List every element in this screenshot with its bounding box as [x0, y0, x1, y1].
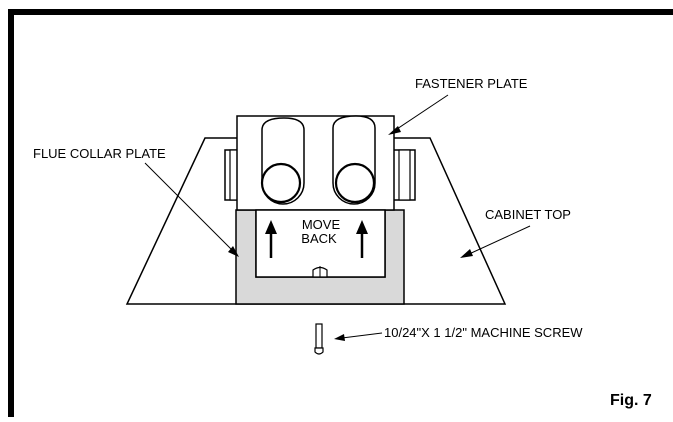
right-collar-bolt-head — [334, 162, 376, 204]
cabinet-top-leader — [460, 225, 531, 258]
left-slot — [260, 117, 305, 205]
right-slot — [332, 115, 376, 205]
right-side-bracket — [392, 149, 416, 201]
flue-collar-plate-leader — [144, 162, 239, 257]
flue-collar-plate-label: FLUE COLLAR PLATE — [33, 146, 166, 161]
machine-screw — [314, 323, 324, 355]
fastener-plate-label: FASTENER PLATE — [415, 76, 528, 91]
machine-screw-leader — [334, 332, 383, 341]
left-collar-bolt-head — [260, 162, 302, 204]
move-label: MOVE — [302, 217, 341, 232]
move-back-arrow-left — [265, 220, 277, 258]
move-back-arrow-right — [356, 220, 368, 258]
cabinet-top-label: CABINET TOP — [485, 207, 571, 222]
lower-plate — [255, 209, 386, 278]
machine-screw-label: 10/24"X 1 1/2" MACHINE SCREW — [384, 325, 583, 340]
figure-caption: Fig. 7 — [610, 392, 652, 409]
fastener-plate-leader — [388, 94, 449, 135]
back-label: BACK — [301, 231, 337, 246]
